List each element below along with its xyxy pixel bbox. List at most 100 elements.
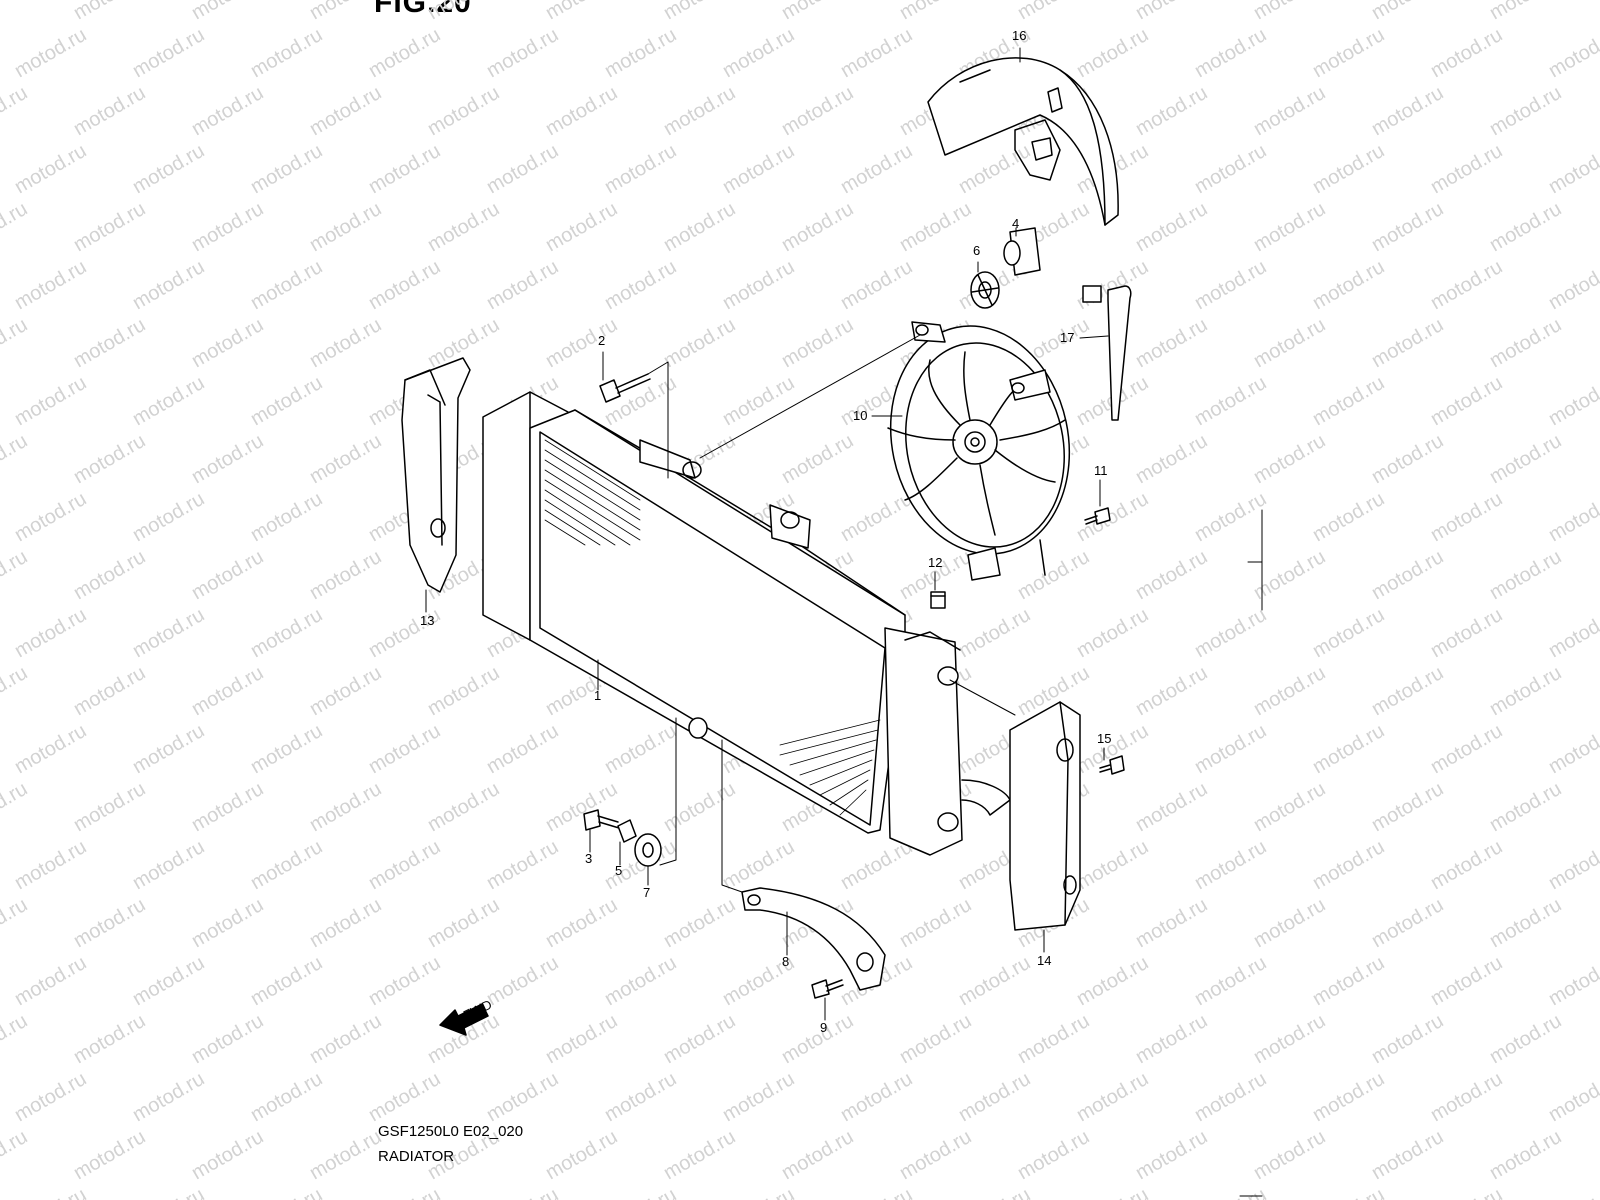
watermark-text: motod.ru <box>11 836 90 895</box>
watermark-text: motod.ru <box>188 430 267 489</box>
watermark-text: motod.ru <box>1014 0 1093 24</box>
watermark-text: motod.ru <box>365 720 444 779</box>
watermark-text: motod.ru <box>1309 836 1388 895</box>
watermark-text: motod.ru <box>11 1184 90 1200</box>
part-9-bolt <box>811 979 844 999</box>
watermark-text: motod.ru <box>1309 140 1388 199</box>
watermark-text: motod.ru <box>1191 952 1270 1011</box>
watermark-text: motod.ru <box>1486 82 1565 141</box>
watermark-text: motod.ru <box>1427 24 1506 83</box>
watermark-text: motod.ru <box>542 1126 621 1185</box>
watermark-text: motod.ru <box>719 24 798 83</box>
watermark-text: motod.ru <box>70 198 149 257</box>
watermark-text: motod.ru <box>306 662 385 721</box>
watermark-text: motod.ru <box>1368 198 1447 257</box>
watermark-text: motod.ru <box>1250 894 1329 953</box>
watermark-text: motod.ru <box>306 1010 385 1069</box>
watermark-text: motod.ru <box>1309 372 1388 431</box>
watermark-text: motod.ru <box>1250 314 1329 373</box>
watermark-text: motod.ru <box>1073 836 1152 895</box>
part-3-bolt <box>583 809 620 831</box>
callout-5: 5 <box>615 863 622 878</box>
watermark-text: motod.ru <box>1250 778 1329 837</box>
watermark-text: motod.ru <box>778 82 857 141</box>
watermark-text: motod.ru <box>1545 1068 1600 1127</box>
watermark-text: motod.ru <box>188 82 267 141</box>
callout-16: 16 <box>1012 28 1026 43</box>
watermark-text: motod.ru <box>247 1184 326 1200</box>
assembly-lines <box>647 334 1263 1197</box>
watermark-text: motod.ru <box>1368 778 1447 837</box>
watermark-text: motod.ru <box>365 256 444 315</box>
watermark-text: motod.ru <box>837 256 916 315</box>
watermark-text: motod.ru <box>247 256 326 315</box>
watermark-text: motod.ru <box>719 836 798 895</box>
watermark-text: motod.ru <box>70 1010 149 1069</box>
watermark-text: motod.ru <box>660 314 739 373</box>
watermark-text: motod.ru <box>365 836 444 895</box>
watermark-text: motod.ru <box>70 314 149 373</box>
watermark-text: motod.ru <box>1309 720 1388 779</box>
watermark-text: motod.ru <box>11 372 90 431</box>
watermark-text: motod.ru <box>1545 604 1600 663</box>
watermark-text: motod.ru <box>247 24 326 83</box>
callout-2: 2 <box>598 333 605 348</box>
watermark-text: motod.ru <box>1309 1068 1388 1127</box>
watermark-text: motod.ru <box>1132 0 1211 24</box>
watermark-text: motod.ru <box>70 1126 149 1185</box>
callout-13: 13 <box>420 613 434 628</box>
watermark-text: motod.ru <box>542 1010 621 1069</box>
watermark-text: motod.ru <box>1545 720 1600 779</box>
watermark-text: motod.ru <box>188 1126 267 1185</box>
watermark-text: motod.ru <box>129 1184 208 1200</box>
watermark-text: motod.ru <box>1014 1010 1093 1069</box>
watermark-text: motod.ru <box>1132 894 1211 953</box>
watermark-text: motod.ru <box>365 1068 444 1127</box>
watermark-text: motod.ru <box>1014 546 1093 605</box>
watermark-text: motod.ru <box>1250 662 1329 721</box>
watermark-text: motod.ru <box>1309 604 1388 663</box>
watermark-text: motod.ru <box>247 604 326 663</box>
watermark-text: motod.ru <box>424 198 503 257</box>
watermark-text: motod.ru <box>1132 82 1211 141</box>
watermark-text: motod.ru <box>1427 952 1506 1011</box>
watermark-text: motod.ru <box>660 82 739 141</box>
part-12-clip-nut <box>930 591 946 609</box>
watermark-text: motod.ru <box>1191 140 1270 199</box>
watermark-text: motod.ru <box>0 894 31 953</box>
watermark-text: motod.ru <box>719 140 798 199</box>
part-2-bolt <box>599 373 651 403</box>
callout-12: 12 <box>928 555 942 570</box>
part-17-clamp <box>1082 285 1132 421</box>
watermark-text: motod.ru <box>247 140 326 199</box>
watermark-text: motod.ru <box>306 0 385 24</box>
watermark-text: motod.ru <box>1545 140 1600 199</box>
watermark-text: motod.ru <box>483 140 562 199</box>
watermark-text: motod.ru <box>1486 198 1565 257</box>
watermark-text: motod.ru <box>188 0 267 24</box>
part-6-grommet <box>970 271 1000 309</box>
watermark-text: motod.ru <box>483 24 562 83</box>
watermark-text: motod.ru <box>1191 604 1270 663</box>
watermark-text: motod.ru <box>896 894 975 953</box>
callout-15: 15 <box>1097 731 1111 746</box>
watermark-text: motod.ru <box>1427 372 1506 431</box>
watermark-text: motod.ru <box>542 0 621 24</box>
callout-17: 17 <box>1060 330 1074 345</box>
watermark-text: motod.ru <box>1132 430 1211 489</box>
watermark-text: motod.ru <box>0 198 31 257</box>
watermark-text: motod.ru <box>129 140 208 199</box>
part-15-bolt <box>1099 755 1125 775</box>
watermark-text: motod.ru <box>1132 198 1211 257</box>
watermark-text: motod.ru <box>70 662 149 721</box>
watermark-text: motod.ru <box>660 0 739 24</box>
watermark-text: motod.ru <box>1368 662 1447 721</box>
part-4-collar <box>1003 227 1041 276</box>
watermark-text: motod.ru <box>601 720 680 779</box>
watermark-text: motod.ru <box>188 662 267 721</box>
watermark-text: motod.ru <box>0 314 31 373</box>
watermark-text: motod.ru <box>0 546 31 605</box>
watermark-text: motod.ru <box>1191 1184 1270 1200</box>
watermark-text: motod.ru <box>1486 1126 1565 1185</box>
watermark-text: motod.ru <box>11 1068 90 1127</box>
